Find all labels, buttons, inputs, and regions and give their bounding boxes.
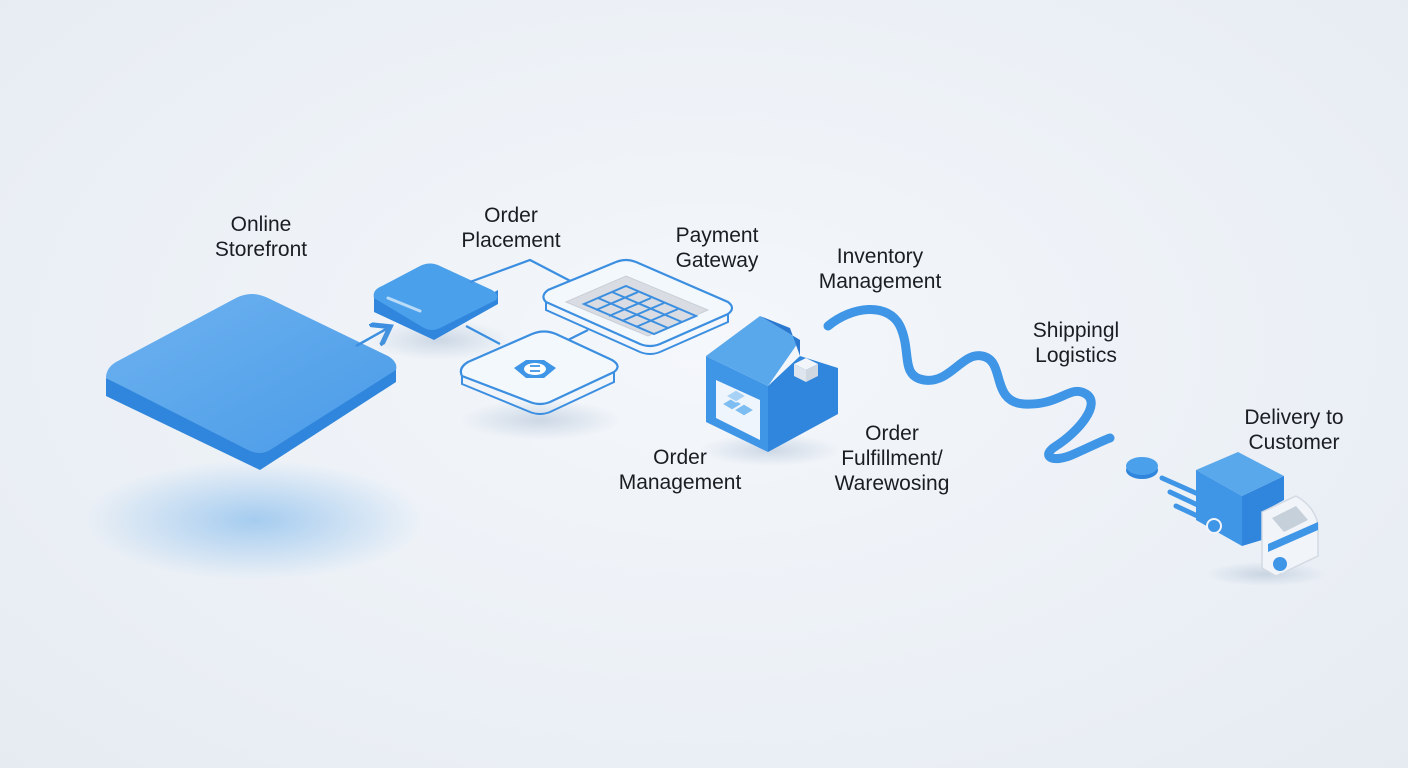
gateway-outer-edge <box>545 302 729 355</box>
label-online-storefront: Online Storefront <box>214 213 308 261</box>
placement-to-gateway-line <box>469 258 581 287</box>
placement-to-management-line <box>465 325 501 345</box>
warehouse-roof <box>706 316 800 386</box>
management-shadow <box>460 400 620 440</box>
truck-cargo-left <box>1196 470 1242 546</box>
label-order-management: Order Management <box>618 446 742 494</box>
truck-cab-stripe <box>1268 522 1318 552</box>
truck-window <box>1272 506 1308 532</box>
warehouse-right-face <box>768 356 838 452</box>
warehouse-icon <box>700 316 840 466</box>
label-payment-gateway: Payment Gateway <box>675 224 759 272</box>
order-management-node <box>459 330 620 440</box>
warehouse-small-box <box>794 358 818 382</box>
label-shipping-logistics: Shippingl Logistics <box>1032 319 1120 367</box>
transfer-disc <box>1126 457 1158 479</box>
badge-panel-icon <box>514 360 556 378</box>
label-order-placement: Order Placement <box>461 204 561 252</box>
storefront-shadow <box>85 460 425 580</box>
gateway-inner <box>564 275 710 337</box>
truck-wheel-front <box>1271 555 1289 573</box>
online-storefront-node <box>85 294 425 580</box>
card-stripe <box>386 296 422 313</box>
grid-panel-icon <box>581 284 699 336</box>
platform-slab-icon <box>106 294 397 453</box>
warehouse-roof-right <box>760 316 800 356</box>
truck-cargo-top <box>1196 452 1284 496</box>
card-icon <box>373 263 498 330</box>
route-icon <box>823 305 1115 463</box>
truck-shadow <box>1206 562 1326 586</box>
label-delivery: Delivery to Customer <box>1244 406 1344 454</box>
warehouse-boxes <box>720 389 756 417</box>
payment-gateway-node <box>542 258 734 355</box>
order-placement-node <box>370 263 510 360</box>
placement-side <box>374 290 498 340</box>
truck-wheel-rear <box>1206 518 1222 534</box>
label-order-fulfillment: Order Fulfillment/ Warewosing <box>834 422 950 495</box>
truck-icon <box>1159 452 1326 586</box>
label-inventory-management: Inventory Management <box>818 245 942 293</box>
management-panel-edge <box>461 372 615 415</box>
